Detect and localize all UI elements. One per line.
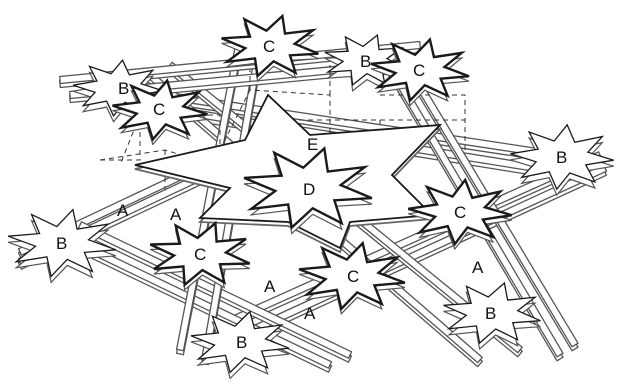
label-b-right: B [556, 148, 567, 167]
label-c-topleft: C [153, 100, 165, 119]
label-a-2: A [170, 205, 182, 224]
label-b-top: B [360, 52, 371, 71]
label-c-bottom: C [347, 267, 359, 286]
label-a-5: A [472, 258, 484, 277]
label-a-4: A [304, 304, 316, 323]
label-a-3: A [264, 277, 276, 296]
label-c-topright: C [413, 61, 425, 80]
label-b-bottomright: B [485, 304, 496, 323]
label-b-left: B [56, 234, 67, 253]
label-d-center: D [303, 180, 315, 199]
label-c-bottomleft: C [194, 245, 206, 264]
label-b-topleft: B [118, 79, 129, 98]
label-c-top: C [263, 37, 275, 56]
label-c-right: C [454, 203, 466, 222]
label-b-bottom: B [236, 333, 247, 352]
label-a-1: A [117, 201, 129, 220]
label-e-frame: E [307, 135, 318, 154]
